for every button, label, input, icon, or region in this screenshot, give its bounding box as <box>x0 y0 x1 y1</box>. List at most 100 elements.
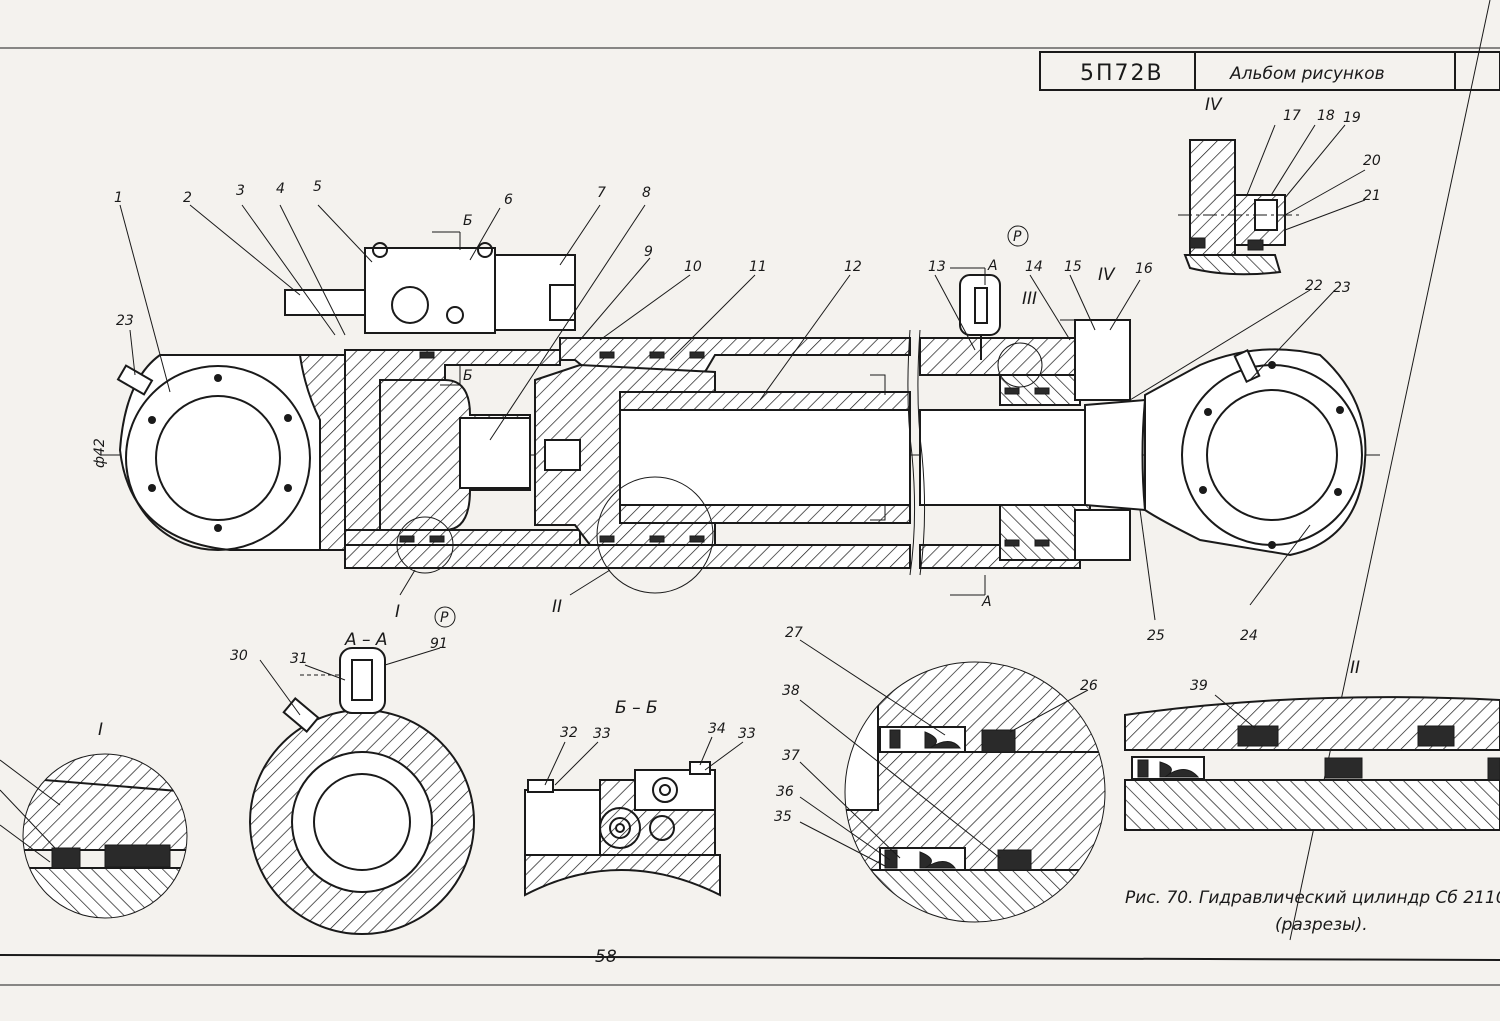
drawing-code: 5П72В <box>1080 61 1164 86</box>
callout-11: 11 <box>749 259 767 275</box>
break-line-right <box>917 329 926 576</box>
caption-line-2: (разрезы). <box>1275 915 1368 935</box>
diameter-mark: ф42 <box>92 438 108 468</box>
callout-5: 5 <box>313 179 322 195</box>
section-a-bottom: А <box>981 594 992 610</box>
section-b-bottom: Б <box>463 368 473 384</box>
callout-23-left: 23 <box>116 313 134 329</box>
rod-neck <box>1084 398 1147 512</box>
detail-ii <box>1124 694 1500 831</box>
section-a-top: А <box>987 258 998 274</box>
right-eye-bore-inner <box>1206 389 1338 521</box>
grease-nipple-right <box>1233 349 1261 383</box>
callout-22: 22 <box>1305 278 1323 294</box>
barrel-wall-bottom-left <box>344 544 911 569</box>
leader-lines <box>119 124 1366 621</box>
detail-circle-i <box>396 516 454 574</box>
callout-9: 9 <box>644 244 653 260</box>
callout-91: 91 <box>430 636 448 652</box>
callout-26: 26 <box>1080 678 1098 694</box>
rod-body <box>619 409 911 506</box>
section-cut-markers <box>432 231 986 596</box>
callout-13: 13 <box>928 259 946 275</box>
album-title: Альбом рисунков <box>1229 64 1385 84</box>
page-number: 58 <box>595 947 617 967</box>
callout-33-b: 33 <box>738 726 756 742</box>
detail-circle-iii <box>997 342 1043 388</box>
p-symbol-aa <box>434 606 456 628</box>
caption-line-1: Рис. 70. Гидравлический цилиндр Сб 2110А <box>1125 888 1500 908</box>
section-bb <box>524 736 744 897</box>
callout-37: 37 <box>782 748 800 764</box>
detail-i <box>0 753 188 919</box>
callout-4: 4 <box>276 181 285 197</box>
marker-ii-detail: II <box>1350 658 1360 678</box>
detail-frame-iv <box>1060 319 1131 395</box>
section-aa <box>249 647 475 935</box>
right-eye-housing <box>1144 348 1367 557</box>
callout-38: 38 <box>782 683 800 699</box>
callout-15: 15 <box>1064 259 1082 275</box>
callout-12: 12 <box>844 259 862 275</box>
marker-i-main: I <box>395 602 400 622</box>
detail-circle-ii <box>596 476 714 594</box>
callout-2: 2 <box>183 190 192 206</box>
cylinder-main-view <box>100 242 1380 594</box>
callout-36: 36 <box>776 784 794 800</box>
left-eye-bore-outer <box>125 365 311 551</box>
break-line-left <box>907 329 916 576</box>
callout-39: 39 <box>1190 678 1208 694</box>
marker-i-detail: I <box>98 720 103 740</box>
bottom-border-line <box>0 954 1500 961</box>
rod-groove <box>870 374 886 521</box>
callout-30: 30 <box>230 648 248 664</box>
view-bb-title: Б – Б <box>615 698 658 718</box>
p-symbol-aa-label: Р <box>440 610 449 626</box>
valve-block <box>284 242 576 334</box>
detail-iv <box>1178 139 1300 276</box>
detail-iii <box>799 639 1106 923</box>
callout-20: 20 <box>1363 153 1381 169</box>
callout-34: 34 <box>708 721 726 737</box>
callout-35: 35 <box>774 809 792 825</box>
callout-8: 8 <box>642 185 651 201</box>
left-eye-bore-inner <box>155 395 281 521</box>
callout-27: 27 <box>785 625 803 641</box>
stop-cavity <box>459 417 531 489</box>
piston-nut <box>544 439 581 471</box>
oil-fitting <box>959 274 1001 360</box>
callout-labels: 1 2 3 4 5 6 7 8 9 10 11 12 13 14 15 16 1… <box>114 108 1381 825</box>
barrel-liner-bottom <box>344 529 581 546</box>
main-view-seals <box>399 351 1050 547</box>
grease-nipple-left <box>116 364 154 396</box>
p-symbol-top <box>1007 225 1029 247</box>
callout-10: 10 <box>684 259 702 275</box>
marker-iv-main: IV <box>1098 265 1116 285</box>
callout-33-a: 33 <box>593 726 611 742</box>
rod-top-wall <box>619 391 911 411</box>
callout-19: 19 <box>1343 110 1361 126</box>
callout-1: 1 <box>114 190 123 206</box>
callout-18: 18 <box>1317 108 1335 124</box>
section-b-top: Б <box>463 213 473 229</box>
callout-23-right: 23 <box>1333 280 1351 296</box>
marker-iii-main: III <box>1022 289 1037 309</box>
callout-25: 25 <box>1147 628 1165 644</box>
section-letters: Б Б А А ф42 Р Р III IV IV I II I III II … <box>92 95 1360 740</box>
callout-17: 17 <box>1283 108 1301 124</box>
callout-3: 3 <box>236 183 245 199</box>
marker-ii-main: II <box>552 597 562 617</box>
callout-21: 21 <box>1363 188 1381 204</box>
rod-bottom-wall <box>619 504 911 524</box>
callout-16: 16 <box>1135 261 1153 277</box>
callout-6: 6 <box>504 192 513 208</box>
gland-nut-bottom <box>1074 509 1131 561</box>
p-symbol-top-label: Р <box>1013 229 1022 245</box>
title-block: 5П72В Альбом рисунков <box>1039 51 1500 91</box>
figure-caption: Рис. 70. Гидравлический цилиндр Сб 2110А… <box>1125 888 1500 935</box>
gland-nut-top <box>1074 319 1131 401</box>
marker-iv-detail: IV <box>1205 95 1223 115</box>
callout-24: 24 <box>1240 628 1258 644</box>
